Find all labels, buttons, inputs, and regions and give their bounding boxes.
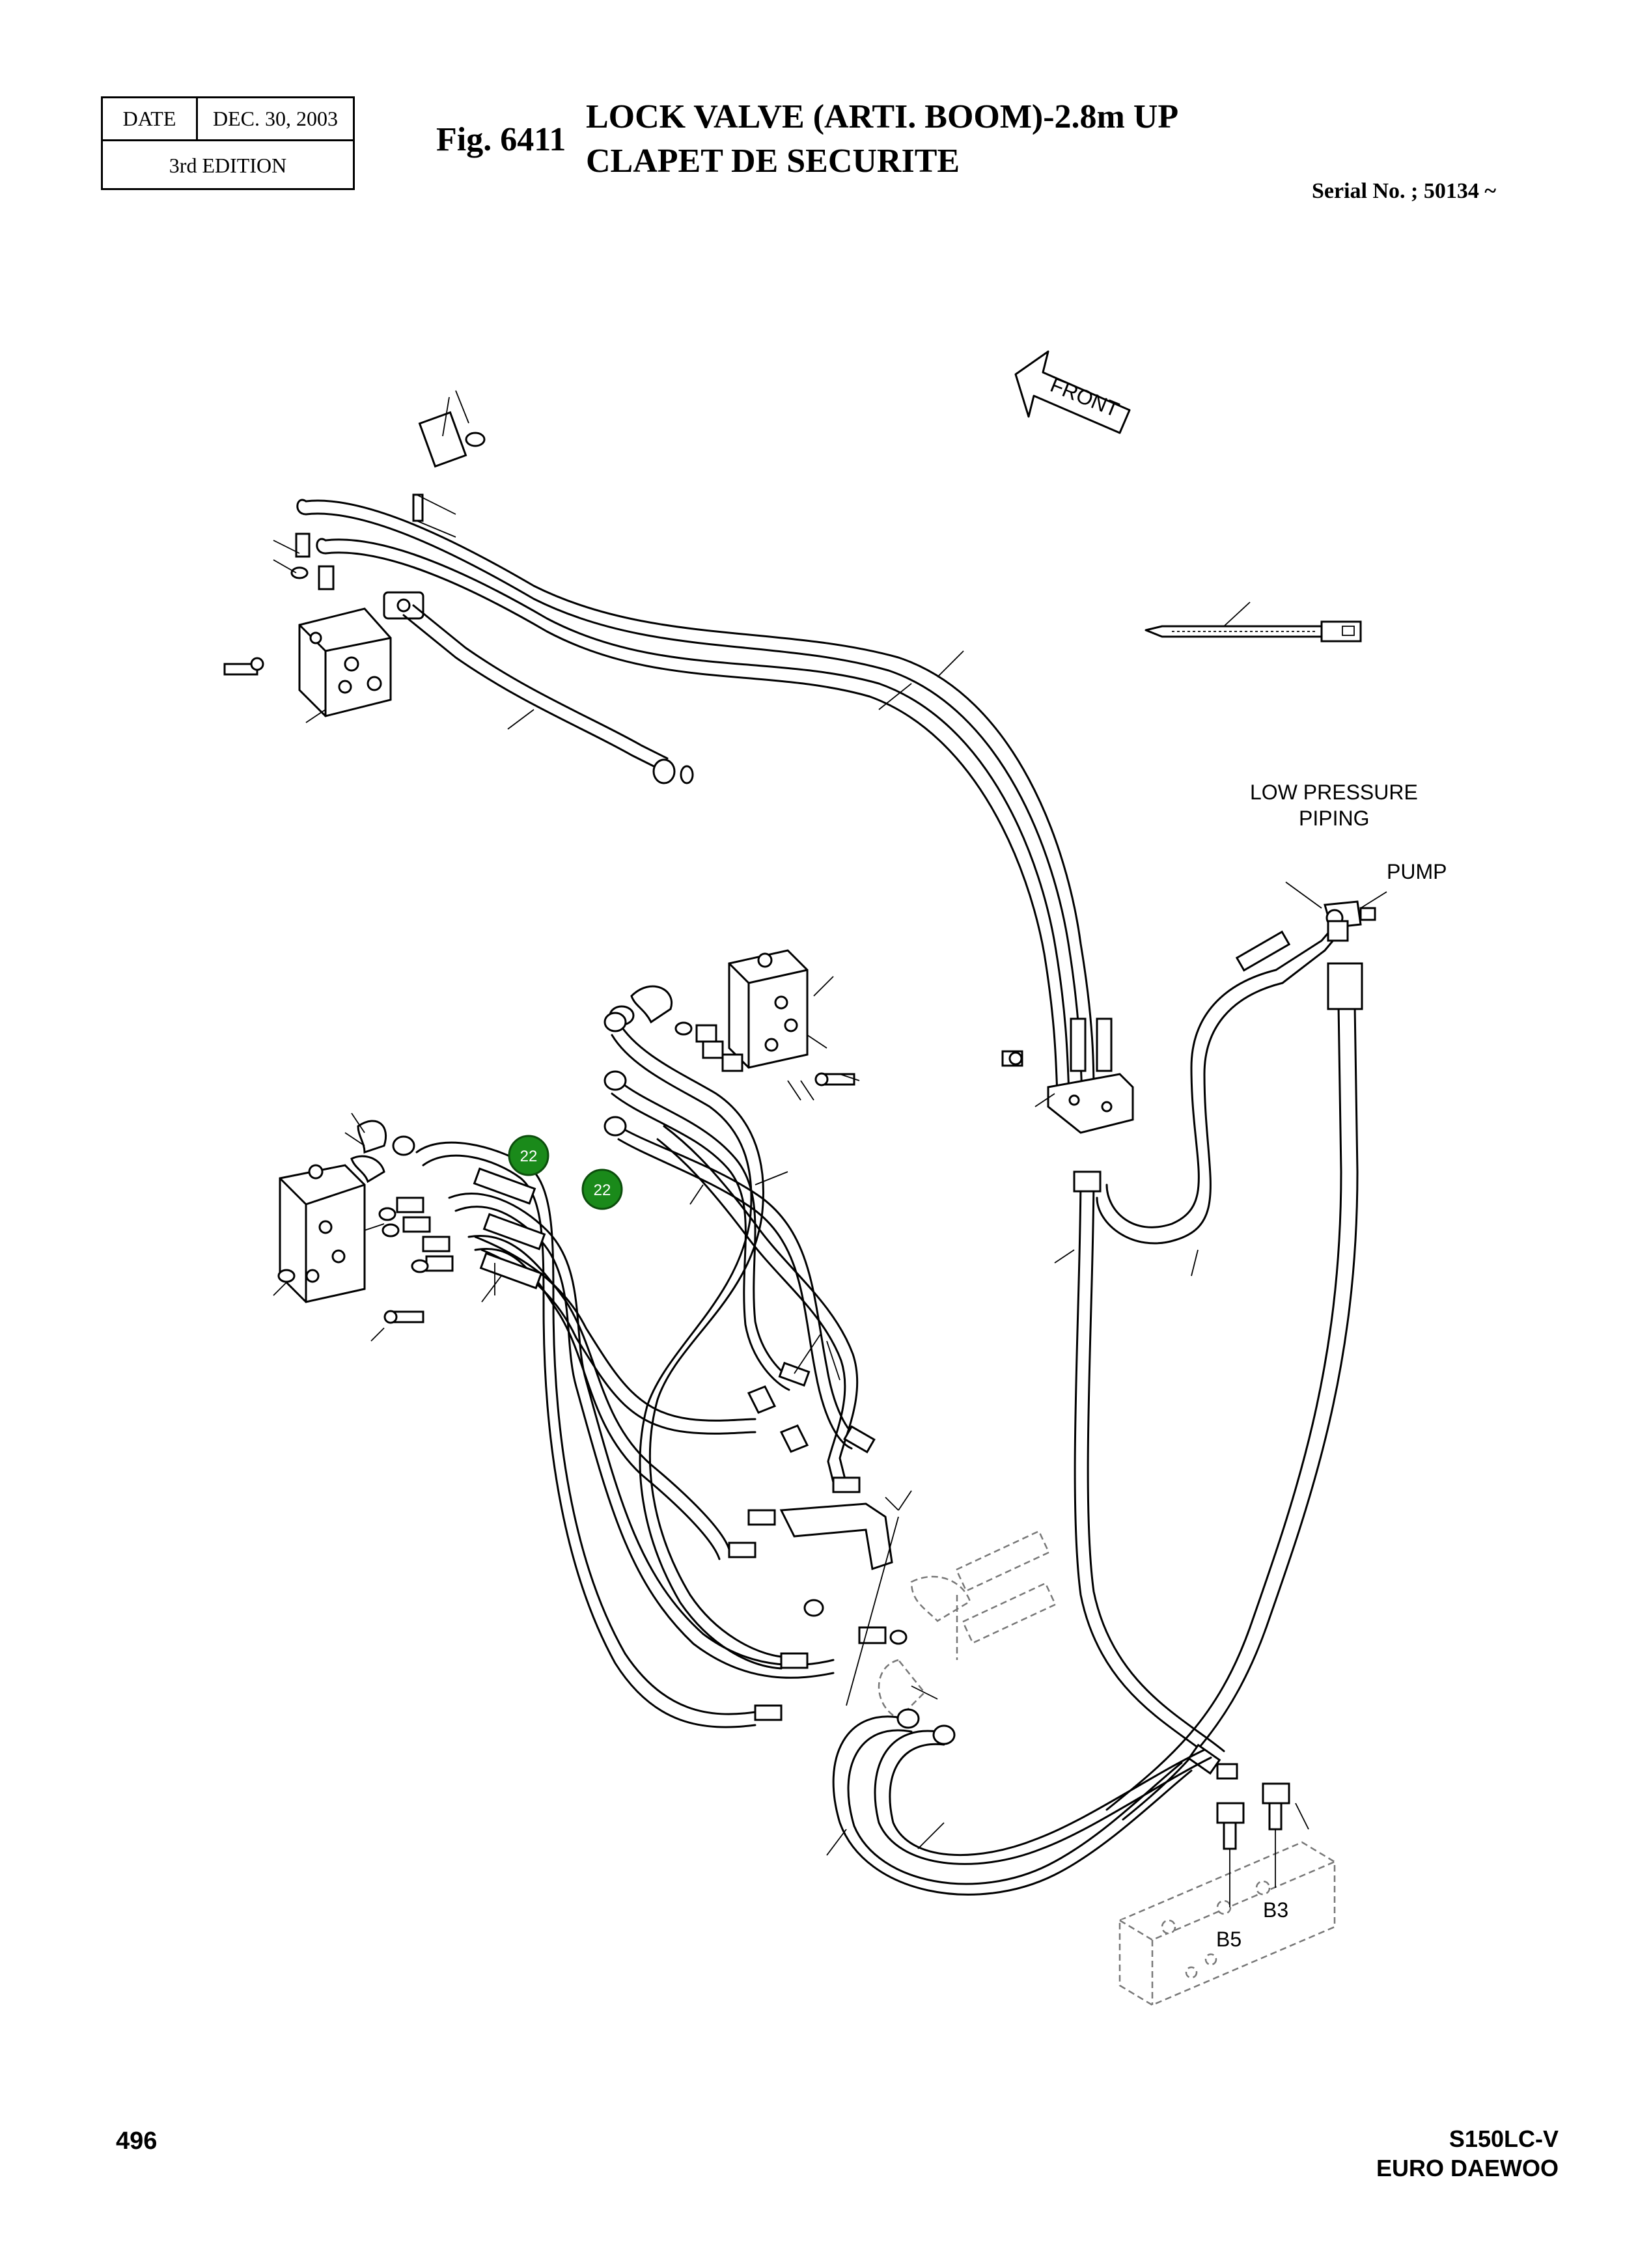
front-label: FRONT <box>1047 373 1122 422</box>
date-row: DATE DEC. 30, 2003 <box>103 98 353 141</box>
lock-valve-top <box>223 411 486 717</box>
date-edition-box: DATE DEC. 30, 2003 3rd EDITION <box>101 96 355 190</box>
port-b5-label: B5 <box>1216 1928 1242 1951</box>
pump-label: PUMP <box>1387 860 1447 883</box>
boom-cylinder-ghost <box>878 1530 1057 1720</box>
page-number: 496 <box>116 2127 158 2155</box>
edition: 3rd EDITION <box>169 154 287 177</box>
low-pressure-label-line2: PIPING <box>1299 807 1369 830</box>
front-arrow: FRONT <box>1014 350 1131 434</box>
title-english: LOCK VALVE (ARTI. BOOM)-2.8m UP <box>586 98 1179 135</box>
lock-valve-left <box>277 1120 424 1324</box>
hose-bundle-main <box>415 1141 835 1728</box>
port-b3-label: B3 <box>1263 1898 1288 1922</box>
fittings-left <box>378 1196 454 1273</box>
hose-bundle-center <box>604 1012 876 1670</box>
position-badge-label: 22 <box>520 1148 538 1165</box>
serial-number: Serial No. ; 50134 ~ <box>1312 179 1497 203</box>
title-french: CLAPET DE SECURITE <box>586 143 960 180</box>
manufacturer-name: EURO DAEWOO <box>1376 2155 1559 2181</box>
figure-number: Fig. 6411 <box>436 121 566 158</box>
low-pressure-piping <box>1096 881 1387 1821</box>
position-badge[interactable]: 22 <box>508 1135 549 1176</box>
pipe-top-elbow <box>402 604 694 784</box>
hose-top-long <box>296 499 1113 1095</box>
hose-right-long <box>1073 1170 1238 1780</box>
model-name: S150LC-V <box>1449 2125 1559 2152</box>
hose-loop-bottom <box>832 1708 1212 1896</box>
low-pressure-label-line1: LOW PRESSURE <box>1250 781 1418 804</box>
position-badge[interactable]: 22 <box>581 1169 623 1210</box>
bracket-right <box>1001 1050 1134 1134</box>
date-value: DEC. 30, 2003 <box>213 107 338 130</box>
cable-tie <box>1145 602 1362 643</box>
control-valve-block: B5 B3 <box>1118 1782 1336 2006</box>
tee-fittings-center <box>747 1385 908 1645</box>
callout-leaders <box>273 390 1199 1856</box>
date-label: DATE <box>103 98 198 139</box>
lock-valve-center <box>609 949 855 1086</box>
position-badge-label: 22 <box>594 1182 611 1199</box>
